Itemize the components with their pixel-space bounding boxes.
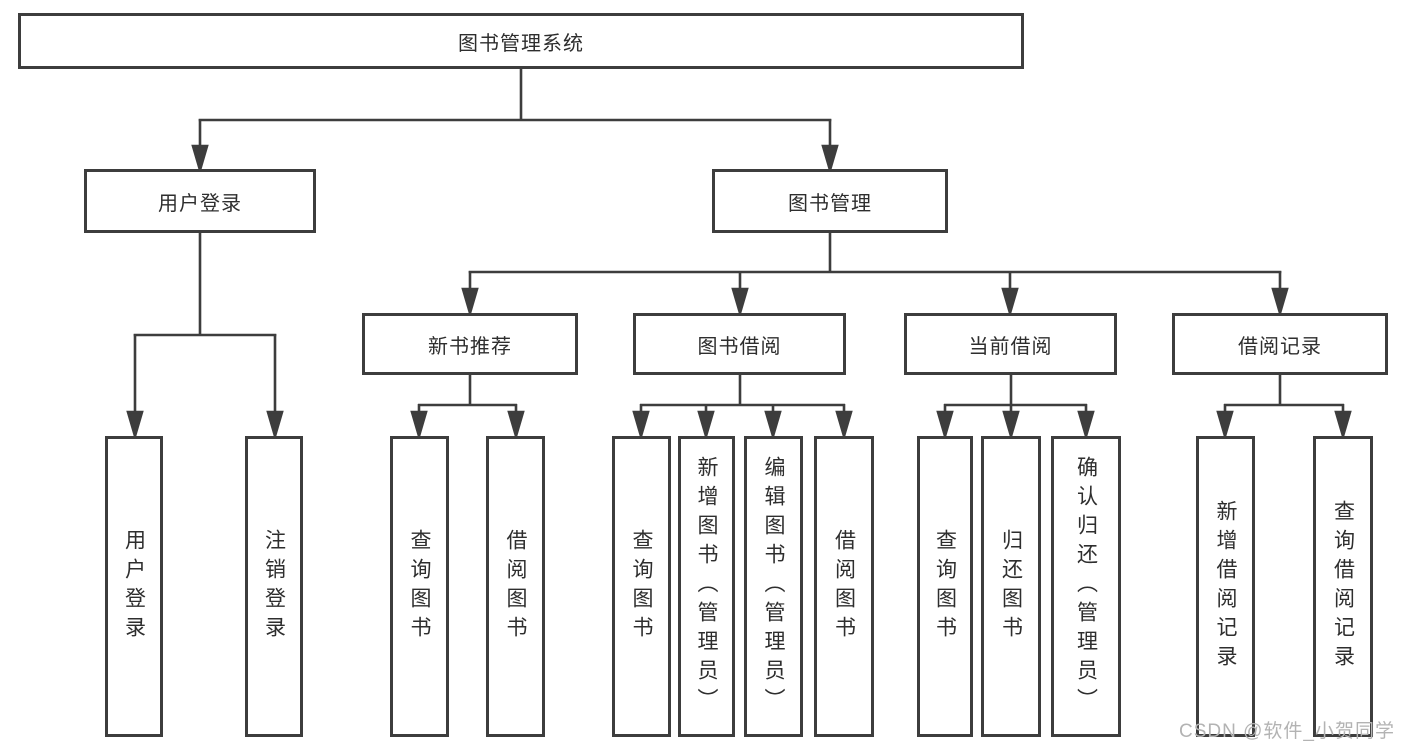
node-label: 借阅记录 xyxy=(1238,335,1322,358)
node-library-management-system: 图书管理系统 xyxy=(18,13,1024,69)
node-user-login: 用户登录 xyxy=(84,169,316,233)
leaf-add-books-admin: 新增图书（管理员） xyxy=(678,436,735,737)
leaf-return-books: 归还图书 xyxy=(981,436,1041,737)
leaf-borrow-books-newbook: 借阅图书 xyxy=(486,436,545,737)
leaf-query-borrow-record: 查询借阅记录 xyxy=(1313,436,1373,737)
connector-user-login xyxy=(126,233,284,441)
node-book-borrowing: 图书借阅 xyxy=(633,313,846,375)
connector-book-borrowing xyxy=(632,375,853,441)
connector-root xyxy=(191,69,839,175)
leaf-label: 确认归还（管理员） xyxy=(1074,456,1098,717)
node-book-management: 图书管理 xyxy=(712,169,948,233)
leaf-label: 新增借阅记录 xyxy=(1214,499,1238,674)
node-current-borrowing: 当前借阅 xyxy=(904,313,1117,375)
leaf-label: 借阅图书 xyxy=(832,528,856,645)
connector-borrowing-records xyxy=(1216,375,1352,441)
node-label: 新书推荐 xyxy=(428,335,512,358)
leaf-label: 查询借阅记录 xyxy=(1331,499,1355,674)
watermark: CSDN @软件_小贺同学 xyxy=(1179,721,1395,742)
leaf-label: 查询图书 xyxy=(933,528,957,645)
leaf-logout: 注销登录 xyxy=(245,436,303,737)
connector-current-borrowing xyxy=(936,375,1095,441)
connector-book-management xyxy=(461,233,1289,318)
node-label: 图书管理 xyxy=(788,192,872,215)
node-label: 图书管理系统 xyxy=(458,32,584,55)
node-label: 用户登录 xyxy=(158,192,242,215)
leaf-label: 用户登录 xyxy=(122,528,146,645)
leaf-label: 编辑图书（管理员） xyxy=(762,456,786,717)
leaf-confirm-return-admin: 确认归还（管理员） xyxy=(1051,436,1121,737)
leaf-label: 查询图书 xyxy=(630,528,654,645)
node-label: 图书借阅 xyxy=(697,335,782,358)
node-label: 当前借阅 xyxy=(968,335,1053,358)
leaf-label: 借阅图书 xyxy=(504,528,528,645)
leaf-add-borrow-record: 新增借阅记录 xyxy=(1196,436,1255,737)
leaf-user-login: 用户登录 xyxy=(105,436,163,737)
leaf-edit-books-admin: 编辑图书（管理员） xyxy=(744,436,803,737)
leaf-label: 新增图书（管理员） xyxy=(695,456,719,717)
leaf-query-books-newbook: 查询图书 xyxy=(390,436,449,737)
node-borrowing-records: 借阅记录 xyxy=(1172,313,1388,375)
leaf-label: 注销登录 xyxy=(262,528,286,645)
leaf-borrow-books-borrowing: 借阅图书 xyxy=(814,436,874,737)
leaf-label: 查询图书 xyxy=(408,528,432,645)
leaf-query-books-borrowing: 查询图书 xyxy=(612,436,671,737)
connector-new-book xyxy=(410,375,525,441)
leaf-query-books-current: 查询图书 xyxy=(917,436,973,737)
leaf-label: 归还图书 xyxy=(999,528,1023,645)
node-new-book-recommendation: 新书推荐 xyxy=(362,313,578,375)
